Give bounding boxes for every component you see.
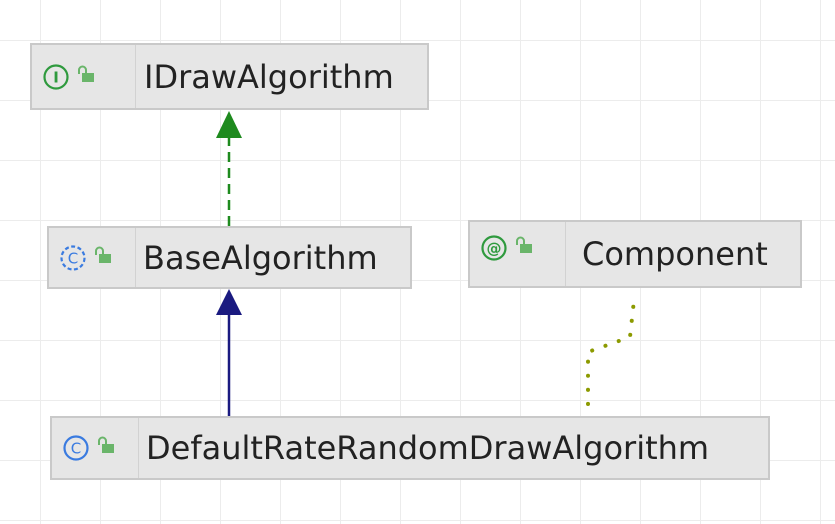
node-icons: @: [480, 216, 534, 280]
node-separator: [565, 222, 566, 286]
node-idrawalgorithm[interactable]: I IDrawAlgorithm: [30, 43, 429, 110]
node-label: DefaultRateRandomDrawAlgorithm: [146, 429, 710, 467]
node-separator: [135, 45, 136, 108]
class-icon-glyph: C: [71, 440, 81, 458]
node-basealgorithm[interactable]: C BaseAlgorithm: [47, 226, 412, 289]
edge-annotated-with[interactable]: [586, 298, 636, 406]
node-separator: [138, 418, 139, 478]
node-icons: I: [42, 45, 96, 108]
node-component[interactable]: @ Component: [468, 220, 802, 288]
interface-icon: I: [42, 63, 70, 91]
node-label: BaseAlgorithm: [143, 238, 378, 277]
interface-icon-glyph: I: [53, 68, 59, 86]
unlocked-padlock-icon: [96, 435, 116, 455]
extends-arrowhead: [216, 289, 242, 315]
unlocked-padlock-icon: [514, 235, 534, 255]
node-defaultraterandomdrawalgorithm[interactable]: C DefaultRateRandomDrawAlgorithm: [50, 416, 770, 480]
node-icons: C: [62, 418, 116, 478]
node-separator: [135, 228, 136, 287]
class-icon: C: [62, 434, 90, 462]
node-icons: C: [59, 228, 113, 287]
node-label: IDrawAlgorithm: [144, 57, 394, 96]
unlocked-padlock-icon: [93, 245, 113, 265]
abstract-class-icon-glyph: C: [68, 249, 78, 267]
abstract-class-icon: C: [59, 244, 87, 272]
unlocked-padlock-icon: [76, 64, 96, 84]
annotation-icon-glyph: @: [487, 240, 502, 258]
annotation-icon: @: [480, 234, 508, 262]
implements-arrowhead: [216, 111, 242, 138]
node-label: Component: [582, 235, 768, 273]
